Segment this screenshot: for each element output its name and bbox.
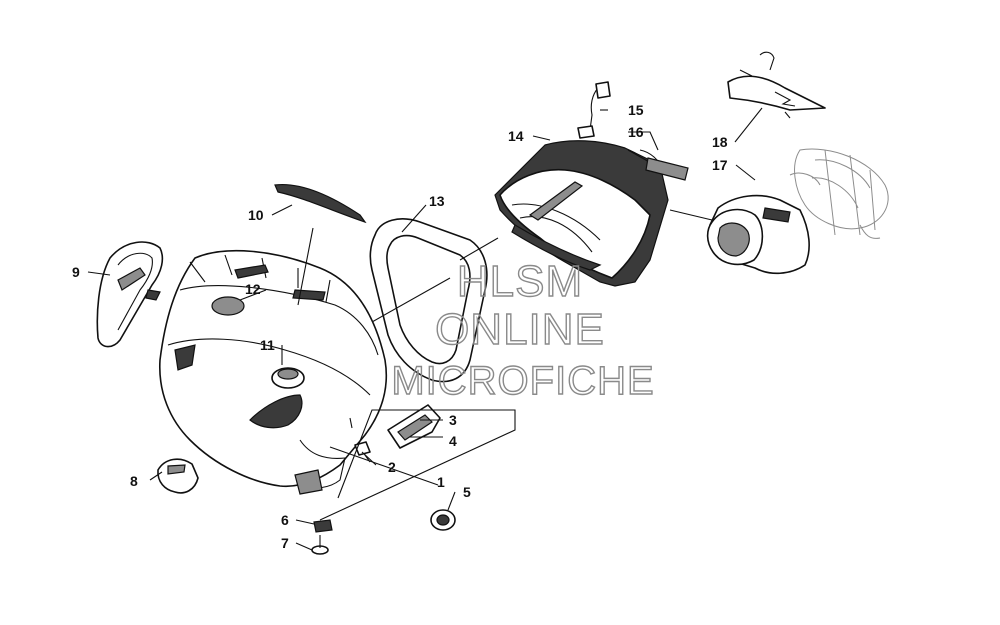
callout-14: 14 bbox=[508, 128, 524, 144]
part-7-screw bbox=[311, 535, 329, 555]
part-14-air-box bbox=[494, 140, 669, 287]
callout-9: 9 bbox=[72, 264, 80, 280]
callout-2: 2 bbox=[388, 459, 396, 475]
part-16-foam-strip bbox=[645, 157, 689, 181]
part-17-intake-boot bbox=[706, 194, 810, 275]
part-12-vent-cap bbox=[211, 296, 245, 316]
part-1-hood bbox=[159, 249, 388, 495]
callout-18: 18 bbox=[712, 134, 728, 150]
callout-15: 15 bbox=[628, 102, 644, 118]
watermark-line-1: HLSM bbox=[457, 257, 583, 306]
callout-3: 3 bbox=[449, 412, 457, 428]
callout-1: 1 bbox=[437, 474, 445, 490]
callout-10: 10 bbox=[248, 207, 264, 223]
callout-17: 17 bbox=[712, 157, 728, 173]
callout-7: 7 bbox=[281, 535, 289, 551]
leader-lines bbox=[87, 107, 763, 551]
watermark-line-2: ONLINE bbox=[435, 305, 605, 354]
part-5-grommet bbox=[430, 509, 456, 531]
part-10-trim-strip bbox=[274, 183, 367, 224]
part-15-fitting bbox=[577, 81, 611, 139]
part-13-gasket bbox=[369, 218, 488, 383]
part-11-knob-cap bbox=[271, 367, 305, 389]
callout-4: 4 bbox=[449, 433, 457, 449]
callout-labels: 1 2 3 4 5 6 7 8 9 10 11 12 13 14 15 16 1… bbox=[72, 102, 728, 551]
callout-11: 11 bbox=[260, 337, 275, 353]
part-18-bracket bbox=[727, 51, 889, 239]
callout-12: 12 bbox=[245, 281, 261, 297]
part-3-4-grille bbox=[387, 404, 441, 449]
callout-16: 16 bbox=[628, 124, 644, 140]
callout-6: 6 bbox=[281, 512, 289, 528]
callout-13: 13 bbox=[429, 193, 445, 209]
part-2-screw bbox=[349, 417, 371, 463]
callout-8: 8 bbox=[130, 473, 138, 489]
part-9-side-cover bbox=[96, 241, 164, 348]
watermark: HLSM ONLINE MICROFICHE bbox=[391, 256, 655, 403]
part-8-small-cover bbox=[157, 458, 199, 494]
part-6-clip bbox=[313, 519, 333, 533]
watermark-line-3: MICROFICHE bbox=[391, 359, 654, 403]
callout-5: 5 bbox=[463, 484, 471, 500]
